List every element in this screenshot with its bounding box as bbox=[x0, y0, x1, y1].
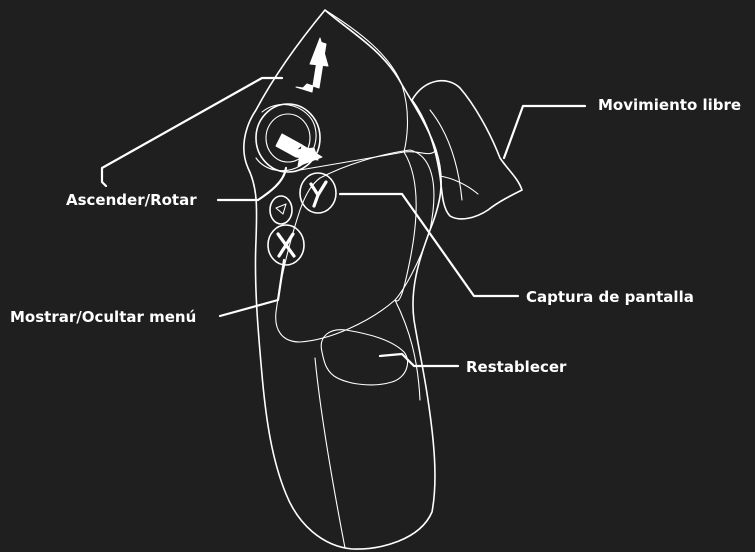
label-reset: Restablecer bbox=[466, 358, 567, 376]
trigger-seam bbox=[430, 110, 462, 200]
grip-seam bbox=[395, 152, 416, 301]
handle-inner-edge bbox=[395, 300, 420, 400]
controller-body bbox=[244, 10, 441, 549]
arrow-up-icon bbox=[296, 38, 328, 92]
menu-button-ring bbox=[270, 196, 292, 224]
front-seam bbox=[315, 358, 345, 548]
leader-free-movement bbox=[504, 106, 585, 158]
leader-screenshot bbox=[340, 194, 518, 296]
label-ascend-rotate: Ascender/Rotar bbox=[66, 191, 197, 209]
menu-button bbox=[270, 196, 292, 224]
top-face-ridge bbox=[325, 10, 408, 152]
reset-button-shape bbox=[321, 330, 407, 385]
leader-ascend-rotate bbox=[102, 78, 286, 200]
x-letter-icon bbox=[278, 234, 294, 256]
label-screenshot: Captura de pantalla bbox=[526, 288, 694, 306]
leader-show-hide-menu bbox=[220, 260, 284, 316]
label-show-hide-menu: Mostrar/Ocultar menú bbox=[10, 308, 196, 326]
trigger-wing bbox=[412, 81, 522, 219]
label-free-movement: Movimiento libre bbox=[598, 96, 741, 114]
controller-illustration bbox=[244, 10, 522, 549]
menu-triangle-icon bbox=[276, 204, 286, 214]
face-panel-upper bbox=[300, 150, 436, 170]
y-letter-icon bbox=[311, 182, 326, 206]
grip-cover bbox=[276, 150, 434, 342]
leader-reset bbox=[380, 354, 458, 366]
